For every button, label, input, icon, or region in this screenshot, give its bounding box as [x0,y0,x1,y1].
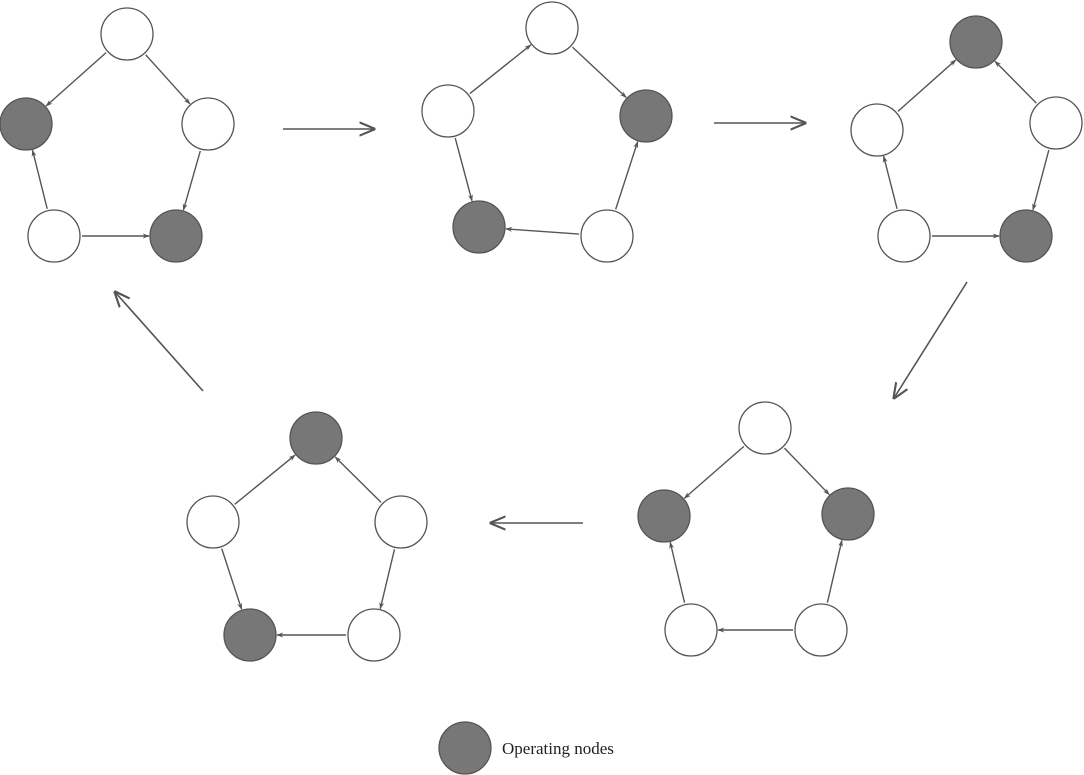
edge-top-to-left [45,52,107,107]
edge-bottom-right-to-bottom-left [505,226,580,235]
node-right-operating [821,487,875,541]
edge-top-to-right [145,54,191,105]
edge-bottom-left-to-left [882,155,898,210]
edge-left-to-top [897,59,957,112]
node-top-idle [525,1,579,55]
state-2 [421,1,673,263]
node-bottom-left-operating [223,608,277,662]
node-right-idle [181,97,235,151]
node-bottom-left-idle [877,209,931,263]
edge-top-to-right [571,46,627,99]
edge-bottom-right-to-right [826,539,843,603]
edge-right-to-top [994,60,1037,104]
legend-operating-node-marker [438,721,492,775]
edge-right-to-bottom-right [1032,149,1050,211]
state-3 [850,15,1083,263]
transitions-layer [115,123,968,523]
transition-arrow-state-5-to-state-1 [115,292,204,392]
edge-top-to-left [683,445,745,499]
node-bottom-left-idle [664,603,718,657]
node-bottom-right-idle [794,603,848,657]
edge-bottom-right-to-right [614,141,639,210]
node-top-operating [949,15,1003,69]
node-left-operating [637,489,691,543]
node-bottom-right-operating [149,209,203,263]
node-top-idle [100,7,154,61]
legend-label: Operating nodes [502,739,614,758]
transition-arrow-state-3-to-state-4 [894,281,968,398]
edge-bottom-left-to-left [669,541,686,603]
node-left-operating [0,97,53,151]
node-left-idle [850,103,904,157]
node-right-operating [619,89,673,143]
edge-left-to-top [469,44,532,95]
node-bottom-right-idle [580,209,634,263]
node-right-idle [1029,96,1083,150]
legend: Operating nodes [438,721,614,775]
node-top-operating [289,411,343,465]
node-top-idle [738,401,792,455]
edge-bottom-left-to-left [31,149,48,210]
edge-left-to-bottom-left [454,137,473,202]
edge-right-to-bottom-right [379,549,396,610]
edge-left-to-top [234,454,296,505]
node-left-idle [421,84,475,138]
state-1 [0,7,235,263]
state-4 [637,401,875,657]
states-layer [0,1,1083,662]
node-bottom-left-operating [452,200,506,254]
node-bottom-right-idle [347,608,401,662]
edge-right-to-top [334,456,382,503]
node-right-idle [374,495,428,549]
node-bottom-right-operating [999,209,1053,263]
edge-right-to-bottom-right [182,150,201,211]
edge-top-to-right [783,447,830,496]
node-left-idle [186,495,240,549]
edge-left-to-bottom-left [221,548,243,611]
state-5 [186,411,428,662]
node-bottom-left-idle [27,209,81,263]
